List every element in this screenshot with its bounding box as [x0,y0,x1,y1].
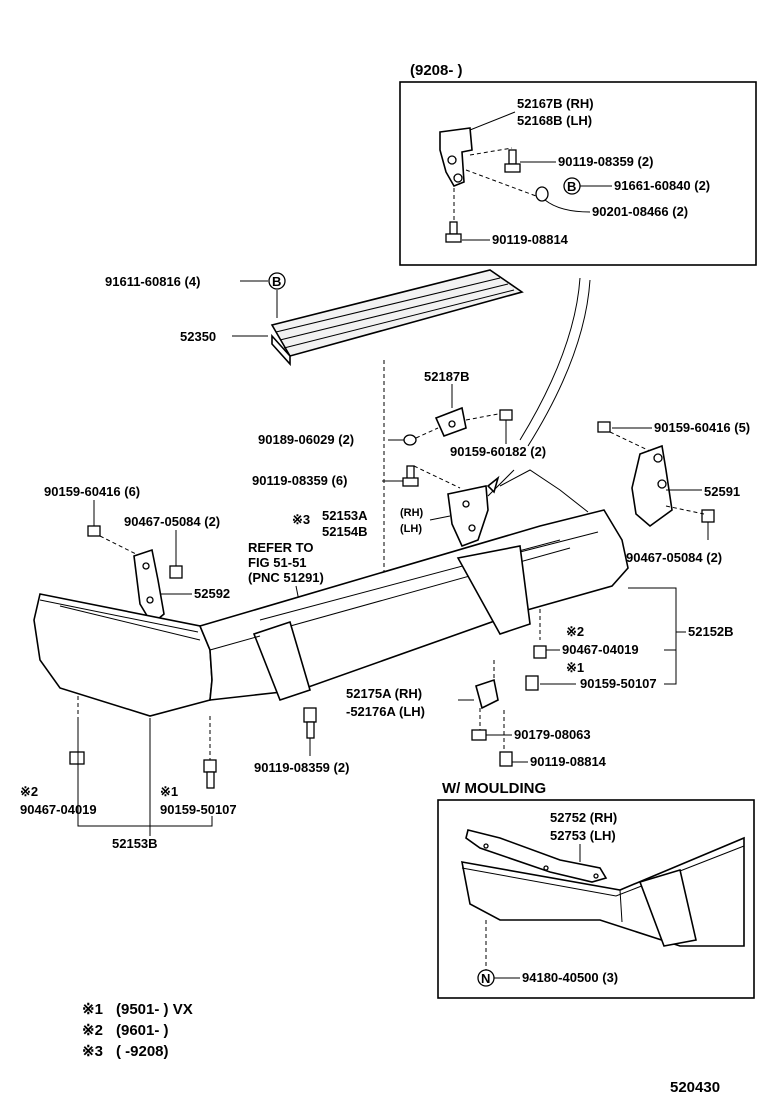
inset-bolt-c [445,221,462,243]
bracket-52175a [475,678,499,710]
label-90119-08359-2b: 90119-08359 (2) [254,760,349,775]
reinforcement-52350 [270,269,524,367]
refer-line3: (PNC 51291) [248,570,324,585]
label-52175a: 52175A (RH) [346,686,422,701]
label-52592: 52592 [194,586,230,601]
bumper-cover [33,469,629,717]
inset-washer [535,186,549,202]
label-91661-60840: 91661-60840 (2) [614,178,710,193]
bolt-90119-2-bottom [303,707,317,739]
note2a: ※2 [566,624,584,639]
label-90467-04019-l: 90467-04019 [20,802,97,817]
label-90467-04019-r: 90467-04019 [562,642,639,657]
label-90119-08359-2a: 90119-08359 (2) [558,154,653,169]
label-52591: 52591 [704,484,740,499]
bolt-90119-08814-bottom [499,751,513,767]
nut-90189 [403,434,417,446]
marker-b-left-text: B [272,274,281,289]
inset-top-frame [399,81,757,266]
label-52176a: -52176A (LH) [346,704,425,719]
label-52153b: 52153B [112,836,158,851]
moulding-title: W/ MOULDING [442,780,546,797]
label-52152b: 52152B [688,624,734,639]
note1b: ※1 [160,784,178,799]
label-90159-60182: 90159-60182 (2) [450,444,546,459]
note1a: ※1 [566,660,584,675]
label-90189-06029: 90189-06029 (2) [258,432,354,447]
note-1-range: (9501- ) VX [116,1001,193,1018]
label-52167b: 52167B (RH) [517,96,594,111]
inset-bolt-a [504,149,521,173]
label-90159-60416-5: 90159-60416 (5) [654,420,750,435]
note3: ※3 [292,512,310,527]
marker-n-text: N [481,971,490,986]
bracket-52153a [447,485,489,548]
bolt-90159-50107-r [525,675,539,691]
note-3-range: ( -9208) [116,1043,169,1060]
clip-90179 [471,729,487,741]
bracket-52591 [631,444,673,528]
strip-curve [519,277,591,447]
label-90159-60416-6: 90159-60416 (6) [44,484,140,499]
label-52154b: 52154B [322,524,368,539]
label-90201-08466: 90201-08466 (2) [592,204,688,219]
date-range-top: (9208- ) [410,62,463,79]
nut-90467-05084-r [701,509,715,523]
moulding-strip [465,829,608,883]
label-91611-60816: 91611-60816 (4) [105,274,200,289]
label-52350: 52350 [180,329,216,344]
note-1-mark: ※1 [82,1001,103,1018]
marker-b-top-text: B [567,179,576,194]
moulding-bumper [460,836,745,947]
label-90159-50107-r: 90159-50107 [580,676,657,691]
label-52154b-side: (LH) [400,523,422,535]
bolt-90159-60182 [499,409,513,421]
label-90119-08359-6: 90119-08359 (6) [252,473,347,488]
inset-moulding-frame [437,799,755,999]
refer-line2: FIG 51-51 [248,555,307,570]
note-2-mark: ※2 [82,1022,103,1039]
nut-90467-05084-l [169,565,183,579]
marker-b-left [268,272,286,290]
note-2-range: (9601- ) [116,1022,169,1039]
label-94180-40500: 94180-40500 (3) [522,970,618,985]
inset-bracket [439,127,473,188]
label-52753: 52753 (LH) [550,828,616,843]
label-90119-08814-top: 90119-08814 [492,232,569,247]
label-90467-05084-r: 90467-05084 (2) [626,550,722,565]
label-52153a-side: (RH) [400,507,424,519]
bolt-90119-6 [402,465,419,487]
label-52187b: 52187B [424,369,470,384]
label-52153a: 52153A [322,508,368,523]
diagram-number: 520430 [670,1079,720,1096]
bracket-52592 [133,548,165,626]
clip-90467-04019-r [533,645,547,659]
clip-90467-04019-l [69,751,85,765]
label-52168b: 52168B (LH) [517,113,592,128]
bolt-90159-60416-r [597,421,611,433]
label-90119-08814-bottom: 90119-08814 [530,754,607,769]
label-90179-08063: 90179-08063 [514,727,591,742]
refer-line1: REFER TO [248,540,314,555]
label-90467-05084-l: 90467-05084 (2) [124,514,220,529]
bolt-90159-50107-l [203,759,217,789]
label-52752: 52752 (RH) [550,810,617,825]
note2b: ※2 [20,784,38,799]
bolt-90159-60416-l [87,525,101,537]
note-3-mark: ※3 [82,1043,103,1060]
label-90159-50107-l: 90159-50107 [160,802,237,817]
